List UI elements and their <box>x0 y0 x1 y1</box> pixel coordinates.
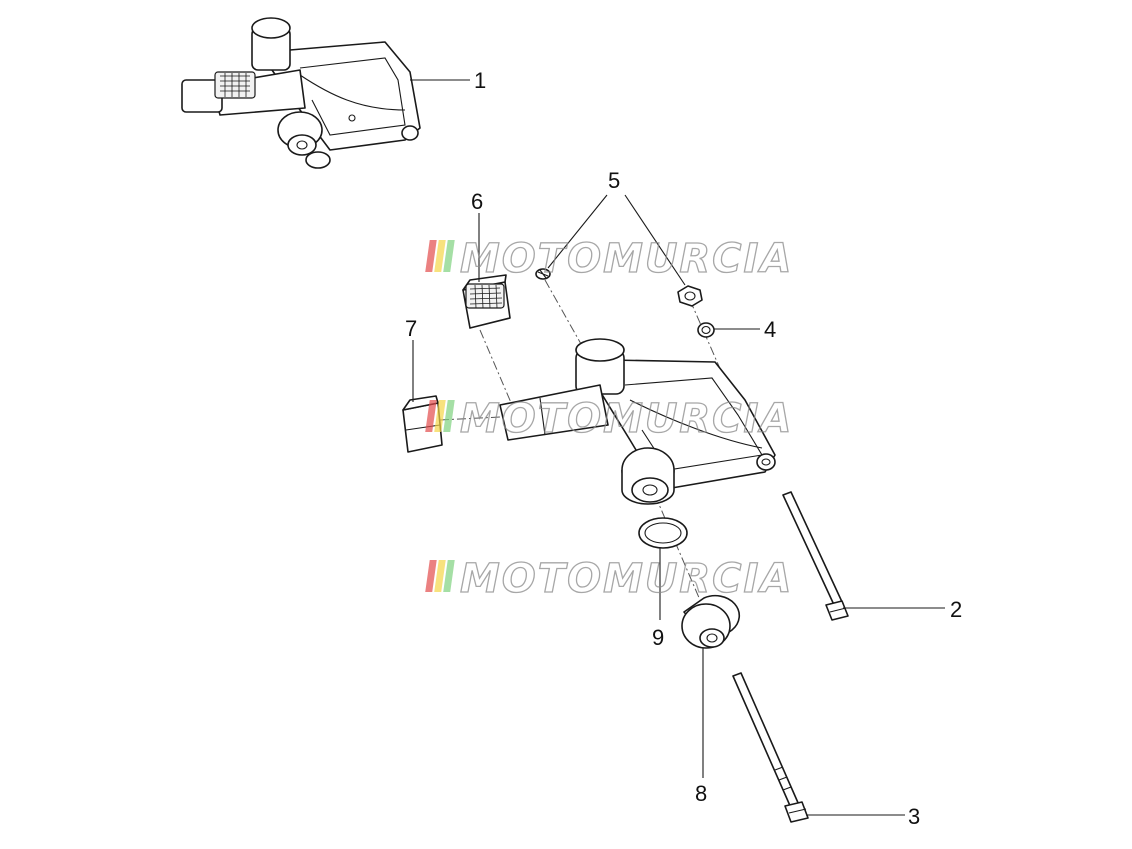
watermark-stripe-red <box>425 560 437 592</box>
small-screw <box>535 268 551 280</box>
callout-5: 5 <box>608 168 620 193</box>
callout-6: 6 <box>471 189 483 214</box>
leader-5b <box>624 194 686 286</box>
hex-nut <box>677 285 703 307</box>
watermark-stripe-yellow <box>434 400 446 432</box>
watermark-stripe-red <box>425 400 437 432</box>
rubber-pad <box>462 274 511 329</box>
leader-5a <box>547 194 608 269</box>
washer <box>697 322 715 338</box>
callout-7: 7 <box>405 316 417 341</box>
axis-line-bolt-lower <box>654 494 701 601</box>
watermark-stripe-yellow <box>434 560 446 592</box>
watermark-text: MOTOMURCIA <box>460 396 793 442</box>
callout-2: 2 <box>950 597 962 622</box>
axis-line-pad <box>479 329 513 406</box>
watermark-2: MOTOMURCIA <box>425 395 793 443</box>
callout-8: 8 <box>695 781 707 806</box>
watermark-stripe-green <box>443 240 455 272</box>
callout-3: 3 <box>908 804 920 829</box>
watermark-stripe-green <box>443 400 455 432</box>
long-bolt-lower <box>732 672 809 823</box>
watermark-stripe-green <box>443 560 455 592</box>
watermark-stripe-red <box>425 240 437 272</box>
gear-lever-arm <box>499 338 776 505</box>
watermark-text: MOTOMURCIA <box>460 556 793 602</box>
long-bolt-upper <box>782 491 849 621</box>
o-ring <box>638 517 688 549</box>
callout-4: 4 <box>764 317 776 342</box>
watermark-1: MOTOMURCIA <box>425 235 793 283</box>
callout-1: 1 <box>474 68 486 93</box>
bushing <box>681 594 741 649</box>
watermark-text: MOTOMURCIA <box>460 236 793 282</box>
watermark-3: MOTOMURCIA <box>425 555 793 603</box>
watermark-stripe-yellow <box>434 240 446 272</box>
assembled-gear-lever <box>181 17 421 169</box>
callout-9: 9 <box>652 625 664 650</box>
